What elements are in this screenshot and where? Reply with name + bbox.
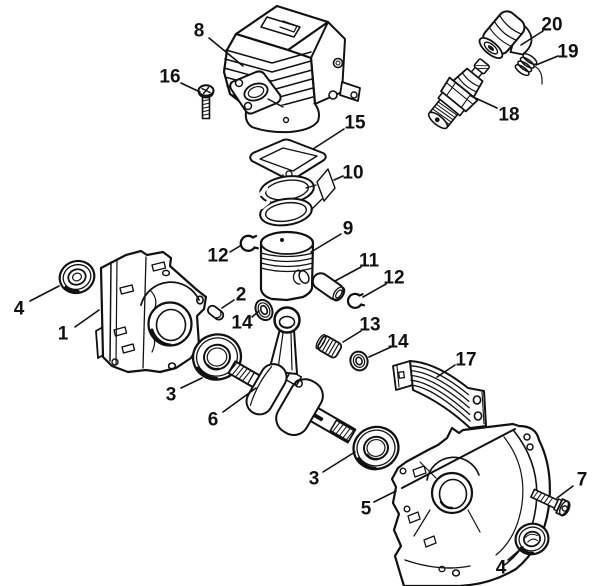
callout-label-cylinder-screw: 16	[159, 67, 180, 88]
part-spark-plug	[427, 58, 490, 130]
part-needle-cage-bearing	[315, 334, 343, 359]
leader-line-spark-plug	[470, 95, 498, 109]
part-terminal-spring	[514, 53, 543, 85]
part-crankcase-half-left	[95, 249, 208, 374]
callout-label-needle-cage-bearing: 13	[359, 315, 380, 336]
callout-label-piston-pin: 11	[359, 251, 380, 272]
ring-grooves	[260, 252, 314, 273]
callout-label-washer-right: 14	[387, 332, 409, 353]
callout-label-crankshaft: 6	[208, 410, 219, 431]
leader-line-circlip-left	[229, 245, 241, 253]
part-cylinder-screw	[197, 84, 215, 120]
part-crankshaft	[227, 306, 357, 444]
callout-label-cylinder: 8	[194, 21, 205, 42]
part-crankcase-screw	[530, 488, 571, 517]
callout-label-spark-plug-boot: 20	[541, 15, 562, 36]
part-washer-left	[254, 298, 274, 322]
callout-label-terminal-spring: 19	[557, 42, 578, 63]
leader-line-terminal-spring	[535, 55, 559, 66]
part-circlip-right	[346, 292, 366, 309]
connecting-rod	[268, 306, 301, 375]
leader-line-oil-seal-lower	[507, 546, 524, 561]
leader-line-spark-plug-boot	[520, 30, 544, 46]
leader-line-dowel-pin	[221, 299, 235, 309]
casting-slots	[113, 261, 167, 354]
part-oil-seal-upper	[58, 259, 96, 295]
leader-line-strap-clip	[436, 364, 456, 378]
part-strap-clip	[392, 360, 487, 429]
callout-label-piston: 9	[343, 219, 354, 240]
leader-line-washer-right	[368, 346, 392, 358]
leader-line-crankshaft	[222, 387, 257, 413]
callout-label-oil-seal-upper: 4	[14, 299, 25, 320]
leader-line-cylinder-gasket	[312, 128, 345, 150]
part-piston	[259, 230, 315, 302]
leader-line-ball-bearing-upper	[180, 377, 203, 389]
callout-label-piston-ring-set: 10	[342, 163, 363, 184]
leader-line-crankcase-half-left	[74, 309, 100, 328]
callout-label-crankcase-screw: 7	[577, 470, 588, 491]
part-piston-pin	[311, 272, 346, 302]
callout-label-dowel-pin: 2	[236, 285, 247, 306]
part-piston-ring-set	[259, 168, 336, 227]
leader-line-piston-pin	[334, 266, 362, 282]
callout-label-cylinder-gasket: 15	[344, 113, 366, 134]
leader-line-circlip-right	[362, 283, 387, 298]
part-dowel-pin	[207, 304, 225, 321]
callout-label-circlip-right: 12	[383, 268, 404, 289]
leader-line-crankcase-screw	[556, 485, 574, 499]
callout-label-washer-left: 14	[231, 313, 253, 334]
callout-label-strap-clip: 17	[455, 350, 476, 371]
callout-label-circlip-left: 12	[207, 246, 228, 267]
callout-label-crankcase-half-left: 1	[58, 324, 69, 345]
callout-label-crankcase-half-right: 5	[361, 499, 372, 520]
leader-line-crankcase-half-right	[373, 490, 397, 503]
part-ball-bearing-lower	[352, 425, 400, 471]
leader-line-cylinder	[208, 37, 244, 67]
callout-label-oil-seal-lower: 4	[496, 558, 507, 579]
callout-label-ball-bearing-lower: 3	[309, 469, 320, 490]
callout-label-ball-bearing-upper: 3	[166, 385, 177, 406]
strap-ribs	[410, 365, 471, 422]
leader-line-cylinder-screw	[180, 82, 201, 93]
part-crankcase-half-right	[390, 422, 551, 586]
part-washer-right	[349, 350, 369, 372]
leader-line-ball-bearing-lower	[322, 451, 356, 473]
leader-line-piston-ring-set	[333, 175, 344, 181]
part-circlip-left	[239, 234, 259, 252]
part-cylinder	[222, 4, 361, 134]
ring-set-bracket	[305, 168, 336, 211]
leader-line-oil-seal-upper	[29, 285, 60, 302]
part-oil-seal-lower	[514, 522, 550, 556]
leader-line-washer-left	[251, 310, 260, 318]
casting-slots	[407, 465, 437, 548]
leader-line-needle-cage-bearing	[342, 330, 362, 343]
part-spark-plug-boot	[478, 10, 533, 60]
part-ball-bearing-upper	[191, 333, 243, 381]
exhaust-flange	[229, 70, 284, 115]
leader-line-piston	[310, 233, 342, 253]
callout-label-spark-plug: 18	[498, 105, 519, 126]
